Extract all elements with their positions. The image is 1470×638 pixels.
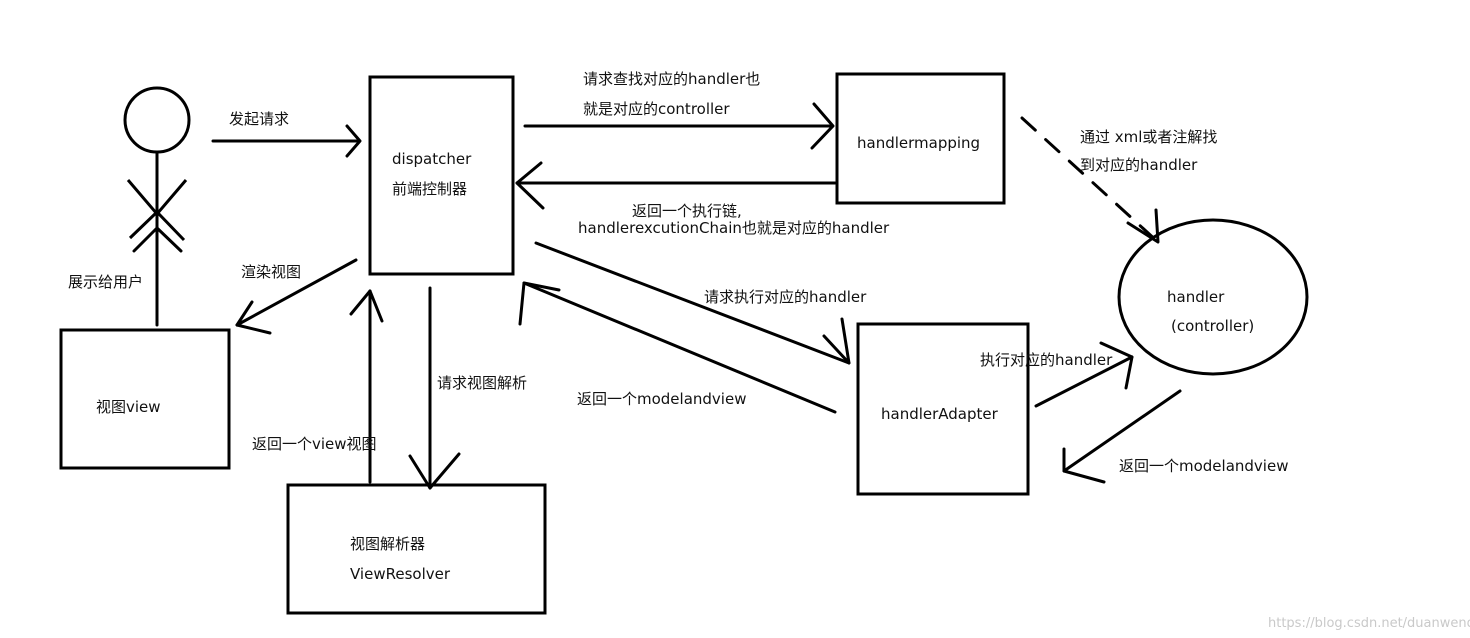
handlermapping-label: handlermapping [857,134,980,152]
label-render-view: 渲染视图 [241,263,301,281]
arrow-return-mav-adapter [518,281,837,414]
label-via-xml-line2: 到对应的handler [1080,156,1198,174]
arrow-find-handler [523,102,835,150]
arrow-render-view [235,258,358,335]
handler-adapter-box [856,322,1030,496]
label-return-view: 返回一个view视图 [252,435,377,453]
arrow-request-resolve [408,286,461,490]
dispatcher-label: dispatcher [392,150,472,168]
label-execute-request: 请求执行对应的handler [704,288,867,306]
handler-sub-label: (controller) [1171,317,1254,335]
viewresolver-box [286,483,547,615]
handler-label: handler [1167,288,1225,306]
viewresolver-sub-label: ViewResolver [350,565,451,583]
arrow-return-chain [515,161,837,210]
label-return-chain-line2: handlerexcutionChain也就是对应的handler [578,219,890,237]
viewresolver-label: 视图解析器 [350,535,425,553]
handlermapping-box [835,72,1006,205]
arrow-via-xml [1020,116,1160,244]
arrow-execute-handler [1034,341,1134,408]
view-box [59,328,231,470]
label-request-resolve: 请求视图解析 [437,374,527,392]
arrow-return-view [349,289,384,484]
arrow-return-mav-handler [1062,389,1182,484]
user-legs [128,209,186,242]
user-head [123,86,191,154]
handler-ellipse [1117,218,1309,376]
label-return-mav-adapter: 返回一个modelandview [577,390,746,408]
handler-adapter-label: handlerAdapter [881,405,999,423]
arrow-show-user [132,226,183,327]
label-show-user: 展示给用户 [68,273,143,291]
label-execute-handler: 执行对应的handler [980,351,1113,369]
label-find-handler-line1: 请求查找对应的handler也 [583,70,760,88]
arrow-execute-request [534,241,851,365]
watermark: https://blog.csdn.net/duanwendi [1268,616,1470,631]
label-via-xml-line1: 通过 xml或者注解找 [1080,128,1217,146]
dispatcher-box [368,75,515,276]
label-send-request: 发起请求 [229,110,289,128]
dispatcher-sub-label: 前端控制器 [392,180,467,198]
label-find-handler-line2: 就是对应的controller [583,100,730,118]
view-label: 视图view [96,398,161,416]
arrow-send-request [211,124,362,158]
label-return-mav-handler: 返回一个modelandview [1119,457,1288,475]
label-return-chain-line1: 返回一个执行链, [632,202,742,220]
